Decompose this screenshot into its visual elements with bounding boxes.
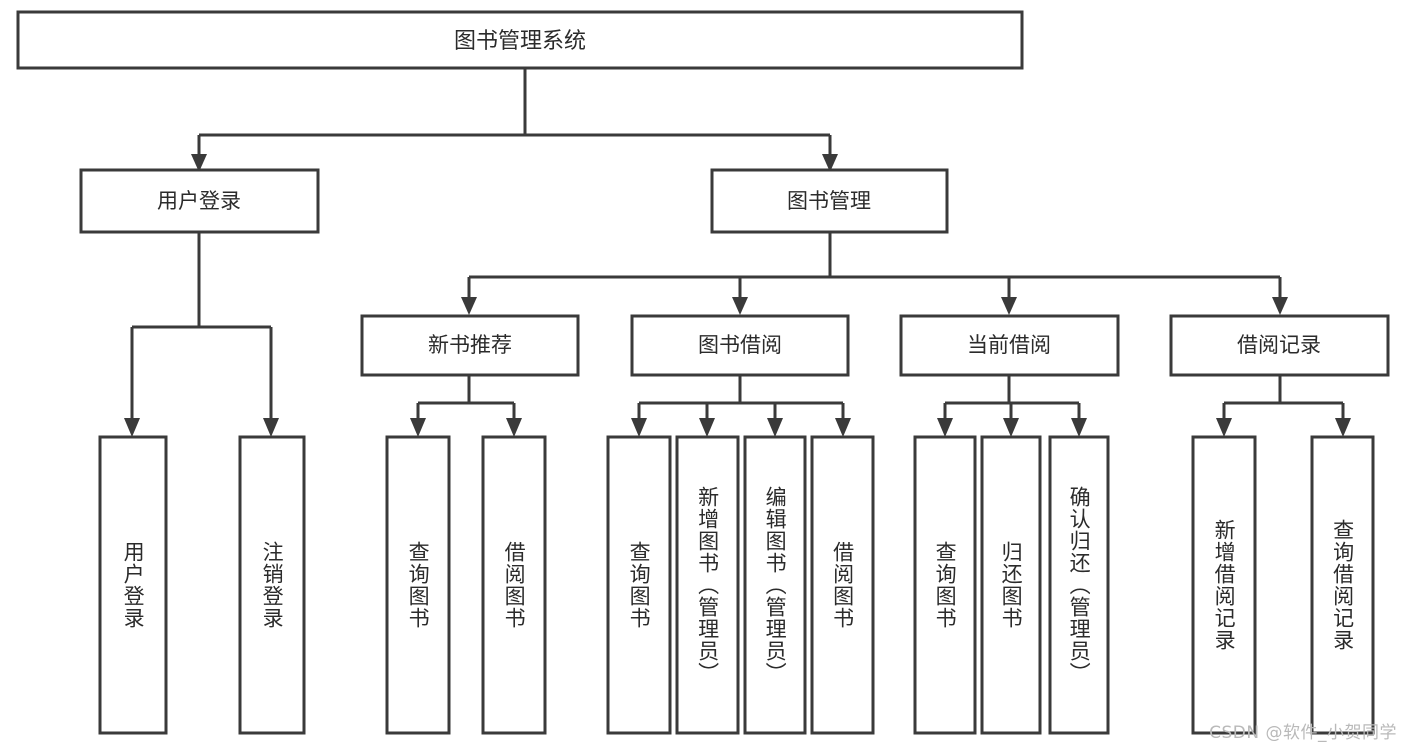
connector-userlogin-to-leaves [124,232,279,437]
node-book-borrow[interactable]: 图书借阅 [630,314,850,377]
leaf-box-bb-query[interactable] [606,435,672,735]
leaf-box-rec-query[interactable] [1310,435,1375,735]
node-current-borrow-label: 当前借阅 [967,333,1051,357]
connector-bookmgmt-to-level3 [461,232,1288,315]
node-new-book-recommend[interactable]: 新书推荐 [360,314,580,377]
node-root[interactable]: 图书管理系统 [16,10,1024,70]
leaf-box-nb-query[interactable] [385,435,451,735]
leaf-box-bb-edit[interactable] [743,435,807,735]
node-borrow-records-label: 借阅记录 [1237,333,1321,357]
leaf-box-user-login[interactable] [98,435,168,735]
leaf-box-cb-confirm[interactable] [1048,435,1110,735]
leaf-box-logout[interactable] [238,435,306,735]
connector-newbook-to-leaves [410,375,522,437]
node-borrow-records[interactable]: 借阅记录 [1169,314,1390,377]
leaf-box-bb-add[interactable] [675,435,740,735]
leaf-box-cb-query[interactable] [913,435,977,735]
node-book-borrow-label: 图书借阅 [698,333,782,357]
node-new-book-recommend-label: 新书推荐 [428,333,512,357]
leaf-box-rec-add[interactable] [1191,435,1257,735]
leaf-box-nb-borrow[interactable] [481,435,547,735]
node-book-management[interactable]: 图书管理 [710,168,949,234]
node-user-login[interactable]: 用户登录 [79,168,320,234]
leaf-boxes [98,435,1375,735]
node-root-label: 图书管理系统 [454,29,586,54]
leaf-box-bb-borrow[interactable] [810,435,875,735]
node-current-borrow[interactable]: 当前借阅 [899,314,1120,377]
connector-borrow-to-leaves [631,375,851,437]
connector-records-to-leaves [1216,375,1351,437]
leaf-box-cb-return[interactable] [980,435,1042,735]
csdn-watermark: CSDN @软件_小贺同学 [1209,723,1397,743]
node-user-login-label: 用户登录 [157,189,241,213]
connector-current-to-leaves [937,375,1087,437]
node-book-management-label: 图书管理 [787,189,871,213]
connector-root-to-level2 [191,68,838,172]
